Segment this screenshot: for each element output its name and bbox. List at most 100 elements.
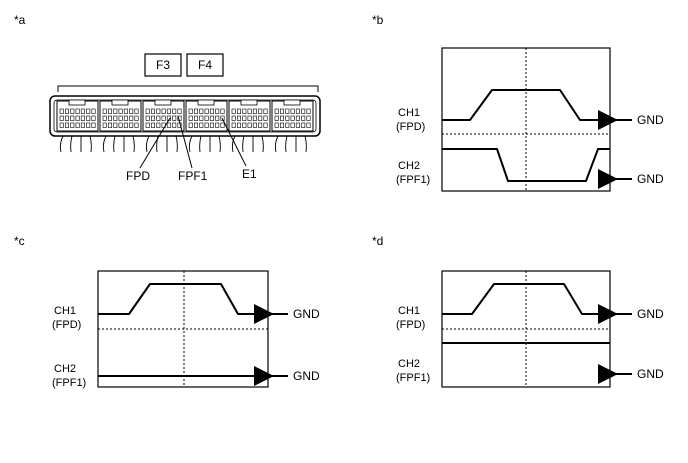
connector-pin	[220, 115, 225, 121]
connector-pin	[172, 122, 177, 128]
connector-pin	[188, 115, 193, 121]
wire-stub	[102, 135, 107, 153]
connector-pin	[86, 122, 91, 128]
connector-pin	[274, 122, 279, 128]
connector-pin	[279, 108, 284, 114]
connector-pin	[151, 115, 156, 121]
wire-stub	[199, 135, 202, 153]
connector-pin	[65, 108, 70, 114]
connector-pin	[129, 108, 134, 114]
connector-pin	[301, 108, 306, 114]
connector-pin	[215, 122, 220, 128]
connector-pin	[204, 122, 209, 128]
connector-pin	[145, 122, 150, 128]
connector-pin	[194, 108, 199, 114]
fpf1-leader	[177, 115, 193, 169]
connector-pin	[231, 108, 236, 114]
connector-pin	[247, 115, 252, 121]
panel-c-ch1-gnd-label: GND	[293, 307, 320, 321]
wire-stub	[285, 135, 288, 153]
connector-pin	[285, 108, 290, 114]
connector-pin	[231, 122, 236, 128]
connector-pin	[166, 122, 171, 128]
panel-b: *b CH1 (FPD) CH2 (FPF1) GND GND	[372, 13, 664, 192]
connector-pin	[215, 115, 220, 121]
connector-pin	[295, 115, 300, 121]
connector-f3-label: F3	[156, 58, 170, 72]
connector-pin	[75, 115, 80, 121]
connector-pin	[161, 115, 166, 121]
connector-pin	[102, 108, 107, 114]
connector-pin	[204, 115, 209, 121]
connector-pin	[199, 108, 204, 114]
wire-stub	[132, 135, 135, 153]
connector-pin	[237, 115, 242, 121]
connector-pin	[295, 108, 300, 114]
fpd-leader	[139, 117, 171, 169]
connector-pin	[151, 122, 156, 128]
connector-pin	[285, 115, 290, 121]
connector-f3-box	[144, 53, 182, 77]
connector-pin	[172, 108, 177, 114]
connector-pin	[75, 122, 80, 128]
connector-pin	[134, 122, 139, 128]
connector-pin	[134, 115, 139, 121]
connector-pin	[258, 122, 263, 128]
connector-pin	[156, 122, 161, 128]
connector-pin	[177, 108, 182, 114]
connector-pin	[102, 115, 107, 121]
connector-pin	[59, 115, 64, 121]
connector-pin	[252, 122, 257, 128]
connector-pin	[102, 122, 107, 128]
connector-pin	[290, 122, 295, 128]
panel-b-ch2-name: CH2	[398, 160, 420, 172]
connector-pin	[209, 122, 214, 128]
connector-bracket	[57, 85, 319, 92]
connector-notch	[197, 99, 215, 106]
panel-a: *a F3 F4 FPD FPF1 E1	[14, 13, 321, 183]
panel-d-ch1-signal: (FPD)	[396, 319, 425, 331]
connector-pin	[188, 108, 193, 114]
connector-pin	[215, 108, 220, 114]
panel-d-ch1-name: CH1	[398, 305, 420, 317]
panel-d-ch2-gnd-label: GND	[637, 367, 664, 381]
wire-stub	[231, 135, 236, 153]
connector-pin	[108, 122, 113, 128]
connector-pin	[279, 115, 284, 121]
terminal-e1-label: E1	[242, 167, 257, 181]
panel-c-label: *c	[14, 234, 25, 248]
connector-pin	[118, 108, 123, 114]
connector-pin	[123, 108, 128, 114]
connector-pin	[194, 122, 199, 128]
connector-notch	[154, 99, 172, 106]
connector-pin	[129, 122, 134, 128]
connector-notch	[283, 99, 301, 106]
wire-stub	[89, 135, 92, 153]
connector-pin	[80, 115, 85, 121]
panel-b-ch1-name: CH1	[398, 107, 420, 119]
connector-pin	[91, 108, 96, 114]
panel-c-ch1-waveform	[98, 283, 268, 315]
wire-stub	[188, 135, 193, 153]
connector-pin	[70, 115, 75, 121]
connector-pin	[161, 108, 166, 114]
terminal-fpf1-label: FPF1	[178, 169, 208, 183]
panel-b-ch1-waveform	[442, 89, 610, 121]
wire-stub	[113, 135, 116, 153]
wire-stub	[304, 135, 307, 153]
connector-pin	[301, 115, 306, 121]
connector-pin	[263, 115, 268, 121]
wire-stub	[59, 135, 64, 153]
connector-pin	[156, 115, 161, 121]
connector-pin	[220, 122, 225, 128]
connector-notch	[68, 99, 86, 106]
connector-pin	[204, 108, 209, 114]
wire-stub	[175, 135, 178, 153]
connector-pin	[285, 122, 290, 128]
connector-pin	[166, 108, 171, 114]
wire-stub	[145, 135, 150, 153]
connector-pin	[290, 115, 295, 121]
panel-c-ch2-gnd-label: GND	[293, 369, 320, 383]
connector-pin	[86, 115, 91, 121]
connector-pin	[209, 115, 214, 121]
